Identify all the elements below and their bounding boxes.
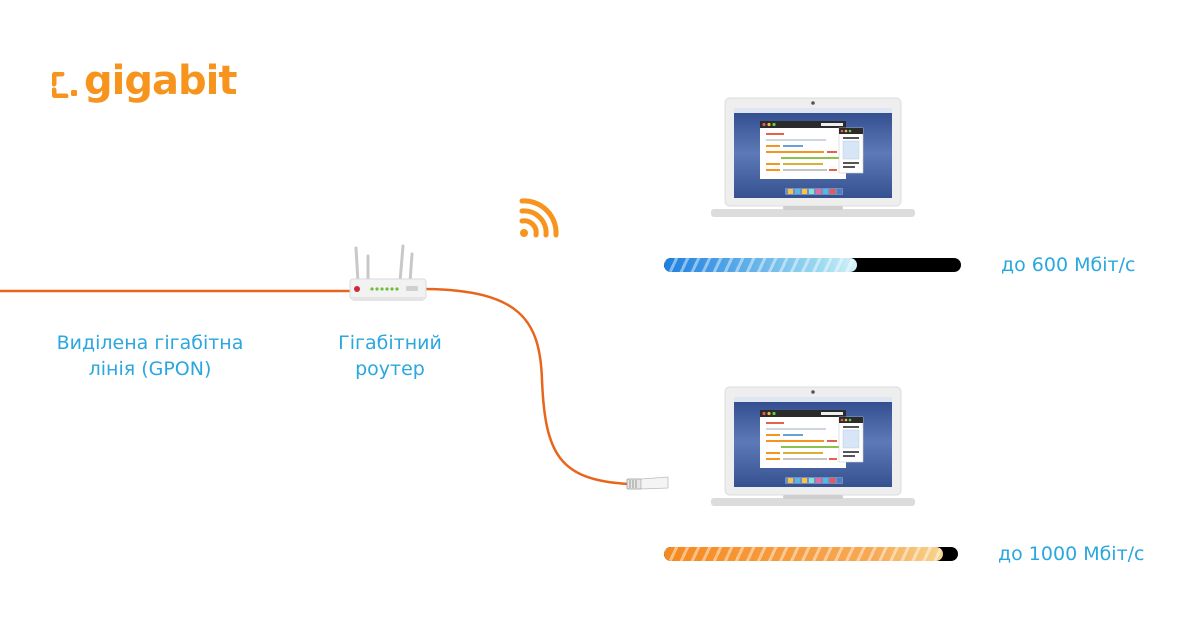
wifi-icon xyxy=(519,198,559,238)
speed-bar-wired xyxy=(664,547,958,561)
router-icon xyxy=(349,244,427,301)
gigabit-logo-icon xyxy=(51,71,78,99)
speed-bar-wifi-fill xyxy=(664,258,858,272)
router-label-2: роутер xyxy=(355,358,425,380)
gpon-line-label-1: Виділена гігабітна xyxy=(56,332,244,354)
router-label-1: Гігабітний xyxy=(338,332,442,354)
router-label: Гігабітний роутер xyxy=(310,330,470,382)
laptop-icon xyxy=(710,386,916,507)
ethernet-connector-icon xyxy=(626,476,669,490)
gpon-line-label-2: лінія (GPON) xyxy=(88,358,212,380)
ethernet-cable xyxy=(424,287,629,486)
gpon-line-label: Виділена гігабітна лінія (GPON) xyxy=(40,330,260,382)
speed-label-wifi: до 600 Мбіт/с xyxy=(1001,254,1136,276)
speed-bar-wifi xyxy=(664,258,961,272)
speed-label-wired: до 1000 Мбіт/с xyxy=(998,543,1145,565)
brand-logo: gigabit xyxy=(51,56,237,106)
brand-name: gigabit xyxy=(84,58,237,104)
laptop-icon xyxy=(710,97,916,218)
speed-bar-wired-fill xyxy=(664,547,944,561)
